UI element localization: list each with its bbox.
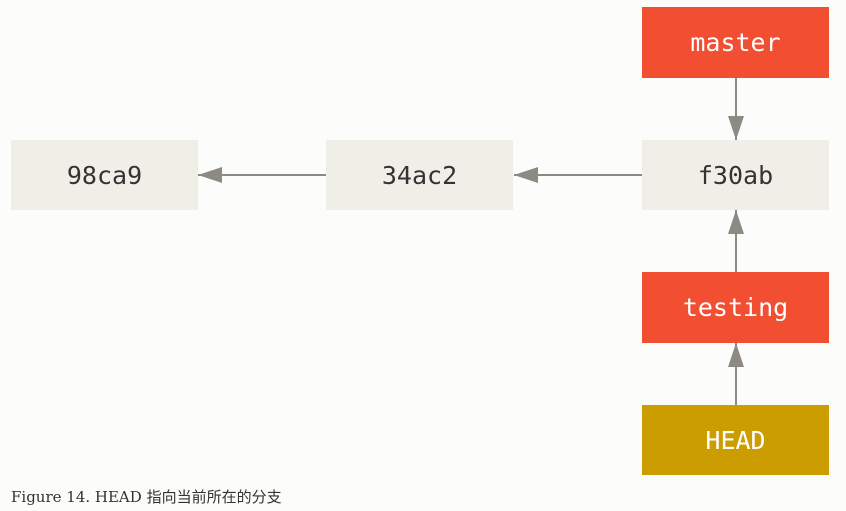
commit-34ac2: 34ac2 <box>326 140 513 210</box>
branch-label: testing <box>682 293 789 322</box>
branch-master: master <box>642 7 829 78</box>
arrow-34ac2-to-98ca9 <box>198 167 326 183</box>
commit-label: 98ca9 <box>66 160 143 190</box>
arrow-testing-to-f30ab <box>728 210 744 272</box>
figure-caption: Figure 14. HEAD 指向当前所在的分支 <box>11 488 282 506</box>
head-pointer: HEAD <box>642 405 829 475</box>
commit-f30ab: f30ab <box>642 140 829 210</box>
commit-98ca9: 98ca9 <box>11 140 198 210</box>
arrow-master-to-f30ab <box>728 78 744 140</box>
head-label: HEAD <box>705 425 766 455</box>
commit-label: f30ab <box>697 160 774 190</box>
arrow-head-to-testing <box>728 343 744 405</box>
commit-label: 34ac2 <box>381 160 458 190</box>
branch-testing: testing <box>642 272 829 343</box>
branch-label: master <box>690 28 781 57</box>
arrow-f30ab-to-34ac2 <box>514 167 642 183</box>
